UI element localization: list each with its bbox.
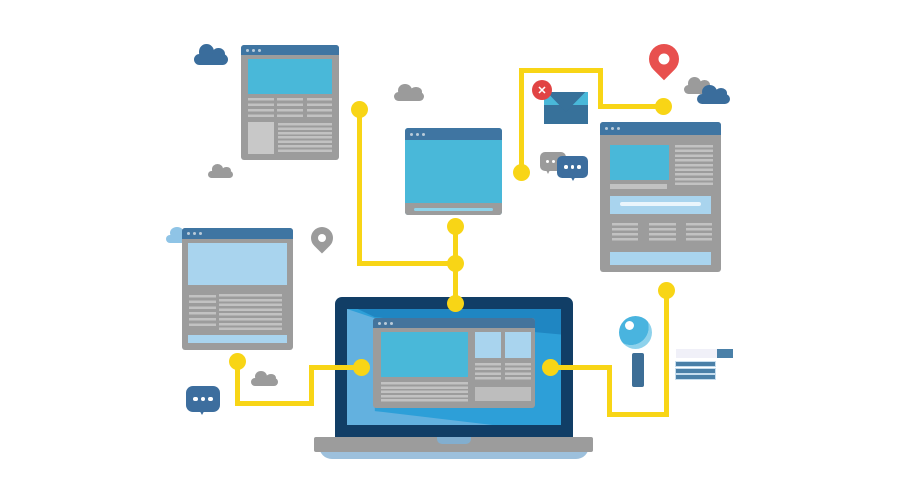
footer-line	[414, 207, 493, 211]
window-dot-icon	[258, 48, 261, 52]
cloud-icon	[194, 44, 228, 65]
connector-line	[518, 67, 603, 73]
text-lines	[277, 98, 303, 117]
cloud-icon	[251, 371, 278, 386]
text-lines	[381, 382, 468, 402]
image-caption-bar	[610, 184, 667, 189]
laptop-browser-window	[373, 318, 535, 408]
window-dot-icon	[199, 232, 202, 235]
text-lines	[612, 223, 638, 241]
text-lines	[675, 145, 713, 186]
text-lines	[649, 223, 676, 241]
window-dot-icon	[193, 232, 196, 235]
window-dot-icon	[384, 321, 387, 325]
connector-dot	[512, 163, 530, 181]
connector-dot	[446, 294, 464, 312]
laptop-base	[314, 437, 593, 452]
connector-line	[518, 68, 524, 172]
result-line	[676, 362, 715, 366]
location-pin-gray-icon	[306, 222, 338, 254]
thumbnail	[505, 332, 531, 358]
window-dot-icon	[246, 48, 249, 52]
window-titlebar	[405, 128, 502, 140]
search-button-icon	[717, 349, 733, 358]
text-lines	[505, 363, 531, 380]
text-lines	[307, 98, 332, 117]
thumbnail-placeholder	[248, 122, 274, 154]
hero-image	[248, 59, 332, 94]
connector-dot	[446, 217, 464, 235]
connector-line	[308, 364, 363, 370]
window-titlebar	[182, 228, 293, 239]
text-lines	[248, 98, 274, 117]
thumbnail	[475, 332, 501, 358]
content-box	[475, 387, 531, 401]
text-lines	[189, 295, 216, 326]
search-bar-icon	[676, 349, 733, 358]
browser-window-center	[405, 128, 502, 215]
result-line	[676, 375, 715, 379]
connector-line	[597, 103, 667, 109]
window-dot-icon	[617, 127, 620, 130]
hero-image	[188, 243, 287, 285]
envelope-icon	[544, 92, 588, 124]
result-line	[676, 368, 715, 373]
browser-window-top-left	[241, 45, 339, 160]
connector-line	[606, 364, 612, 417]
connector-line	[597, 67, 603, 109]
connector-line	[308, 367, 314, 405]
connector-dot	[350, 100, 368, 118]
magnifier-handle-icon	[632, 353, 644, 387]
connector-line	[550, 364, 611, 370]
connector-dot	[541, 358, 559, 376]
window-titlebar	[373, 318, 535, 328]
chat-bubble-blue-icon	[557, 156, 588, 181]
text-lines	[475, 363, 501, 380]
cloud-icon	[684, 77, 712, 94]
banner	[610, 252, 711, 265]
connector-line	[606, 411, 669, 417]
connector-dot	[657, 281, 675, 299]
connector-line	[234, 361, 240, 406]
connector-dot	[654, 97, 672, 115]
laptop-notch	[437, 437, 471, 444]
chat-bubble-single-icon	[186, 386, 220, 415]
close-icon: ✕	[537, 84, 547, 97]
browser-window-right	[600, 122, 721, 272]
text-lines	[219, 294, 282, 330]
article-image	[610, 145, 669, 180]
banner-line	[620, 202, 701, 206]
window-dot-icon	[416, 132, 419, 136]
footer-bar	[188, 335, 287, 343]
cloud-icon	[697, 85, 730, 104]
cloud-icon	[394, 84, 424, 101]
envelope-body	[544, 105, 588, 124]
connector-dot	[446, 254, 464, 272]
window-dot-icon	[605, 127, 608, 130]
browser-window-left	[182, 228, 293, 350]
window-dot-icon	[252, 48, 255, 52]
window-dot-icon	[611, 127, 614, 130]
connector-dot	[352, 358, 370, 376]
text-lines	[686, 223, 712, 241]
window-titlebar	[241, 45, 339, 55]
connector-dot	[228, 352, 246, 370]
window-dot-icon	[410, 132, 413, 136]
window-dot-icon	[422, 132, 425, 136]
close-badge-icon: ✕	[532, 80, 552, 100]
window-dot-icon	[378, 321, 381, 325]
connector-line	[356, 109, 362, 265]
cloud-icon	[208, 164, 233, 178]
page-image	[381, 332, 468, 377]
connector-line	[663, 290, 669, 416]
text-lines	[278, 123, 332, 152]
window-titlebar	[600, 122, 721, 135]
connector-line	[234, 400, 314, 406]
location-pin-red-icon	[642, 37, 686, 81]
connector-line	[356, 260, 458, 266]
window-dot-icon	[390, 321, 393, 325]
window-dot-icon	[187, 232, 190, 235]
magnifier-lens-icon	[619, 316, 652, 349]
